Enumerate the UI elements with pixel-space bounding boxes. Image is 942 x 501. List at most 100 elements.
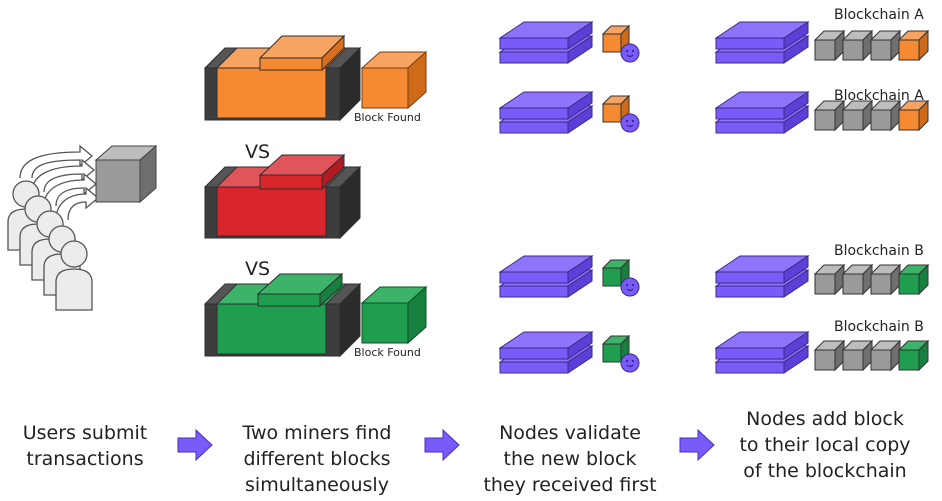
node-slab-front: [716, 52, 784, 63]
vs-label-2: VS: [245, 258, 270, 280]
node-slab-front: [500, 348, 568, 359]
block-found-label-2: Block Found: [354, 346, 421, 359]
node-slab-front: [716, 122, 784, 133]
chain-block: [815, 265, 844, 294]
node-slab-front: [500, 52, 568, 63]
step-line: to their local copy: [720, 432, 930, 458]
cube-front: [871, 110, 891, 130]
node-slab-front: [500, 362, 568, 373]
node-slab-front: [716, 362, 784, 373]
miner-red: [205, 155, 360, 238]
cube-front: [843, 274, 863, 294]
vs-label-1: VS: [245, 141, 270, 163]
chain-block: [815, 341, 844, 370]
cube-front: [871, 350, 891, 370]
miner-green: [205, 274, 360, 356]
node-icon: [716, 332, 808, 373]
step-line: of the blockchain: [720, 458, 930, 484]
chain-block: [843, 31, 872, 60]
node-slab-front: [500, 108, 568, 119]
validating-nodes: [500, 22, 639, 373]
chain-label: Blockchain A: [834, 7, 924, 23]
chain-label: Blockchain A: [834, 88, 924, 104]
node-slab-front: [716, 272, 784, 283]
node-smiley-icon: [621, 354, 639, 372]
step-2-caption: Two miners find different blocks simulta…: [222, 420, 412, 498]
cube-front: [843, 110, 863, 130]
cube-front: [815, 274, 835, 294]
new-chain-block: [899, 101, 928, 130]
new-chain-block: [899, 341, 928, 370]
step-line: Two miners find: [222, 420, 412, 446]
smiley-face: [621, 278, 639, 296]
block-found-label-1: Block Found: [354, 111, 421, 124]
smiley-eye: [632, 360, 634, 362]
step-line: Nodes add block: [720, 406, 930, 432]
cube-front: [603, 104, 621, 122]
smiley-face: [621, 44, 639, 62]
smiley-eye: [626, 50, 628, 52]
cube-front: [603, 34, 621, 52]
found-block-orange: [362, 52, 426, 108]
chain-label: Blockchain B: [834, 319, 924, 335]
cube-front: [603, 268, 621, 286]
step-line: simultaneously: [222, 472, 412, 498]
chain-label: Blockchain B: [834, 243, 924, 259]
step-line: transactions: [5, 446, 165, 472]
blockchain-blocks: [815, 31, 928, 60]
smiley-eye: [626, 360, 628, 362]
chain-block: [843, 341, 872, 370]
node-slab-front: [716, 286, 784, 297]
smiley-face: [621, 354, 639, 372]
node-smiley-icon: [621, 278, 639, 296]
step-line: different blocks: [222, 446, 412, 472]
chain-block: [843, 265, 872, 294]
smiley-eye: [632, 120, 634, 122]
smiley-eye: [632, 50, 634, 52]
step-line: Users submit: [5, 420, 165, 446]
step-arrow-1: [178, 430, 212, 460]
node-icon: [500, 332, 592, 373]
step-line: the new block: [470, 446, 670, 472]
miner-orange: [205, 36, 360, 120]
smiley-eye: [626, 120, 628, 122]
cube-front: [815, 350, 835, 370]
chain-block: [815, 101, 844, 130]
step-arrow-2: [425, 430, 459, 460]
node-icon: [716, 256, 808, 297]
node-smiley-icon: [621, 114, 639, 132]
cube-front: [603, 344, 621, 362]
cube-front: [815, 40, 835, 60]
cube-front: [899, 350, 919, 370]
node-slab-front: [500, 286, 568, 297]
cube-front: [899, 40, 919, 60]
cube-front: [843, 40, 863, 60]
blockchain-blocks: [815, 101, 928, 130]
user-icon: [56, 241, 92, 310]
chain-block: [815, 31, 844, 60]
users-group: [8, 146, 156, 310]
node-icon: [500, 92, 592, 133]
node-slab-front: [716, 38, 784, 49]
chain-block: [871, 265, 900, 294]
step-1-caption: Users submit transactions: [5, 420, 165, 472]
node-icon: [500, 256, 592, 297]
node-slab-front: [716, 348, 784, 359]
chain-block: [871, 341, 900, 370]
chain-block: [871, 31, 900, 60]
node-slab-front: [716, 108, 784, 119]
cube-front: [871, 274, 891, 294]
found-block-green: [362, 287, 426, 343]
new-chain-block: [899, 265, 928, 294]
cube-front: [843, 350, 863, 370]
node-icon: [500, 22, 592, 63]
step-4-caption: Nodes add block to their local copy of t…: [720, 406, 930, 484]
smiley-eye: [632, 284, 634, 286]
step-3-caption: Nodes validate the new block they receiv…: [470, 420, 670, 498]
node-icon: [716, 22, 808, 63]
blockchain-blocks: [815, 341, 928, 370]
cube-front: [871, 40, 891, 60]
blockchain-blocks: [815, 265, 928, 294]
node-smiley-icon: [621, 44, 639, 62]
node-slab-front: [500, 272, 568, 283]
